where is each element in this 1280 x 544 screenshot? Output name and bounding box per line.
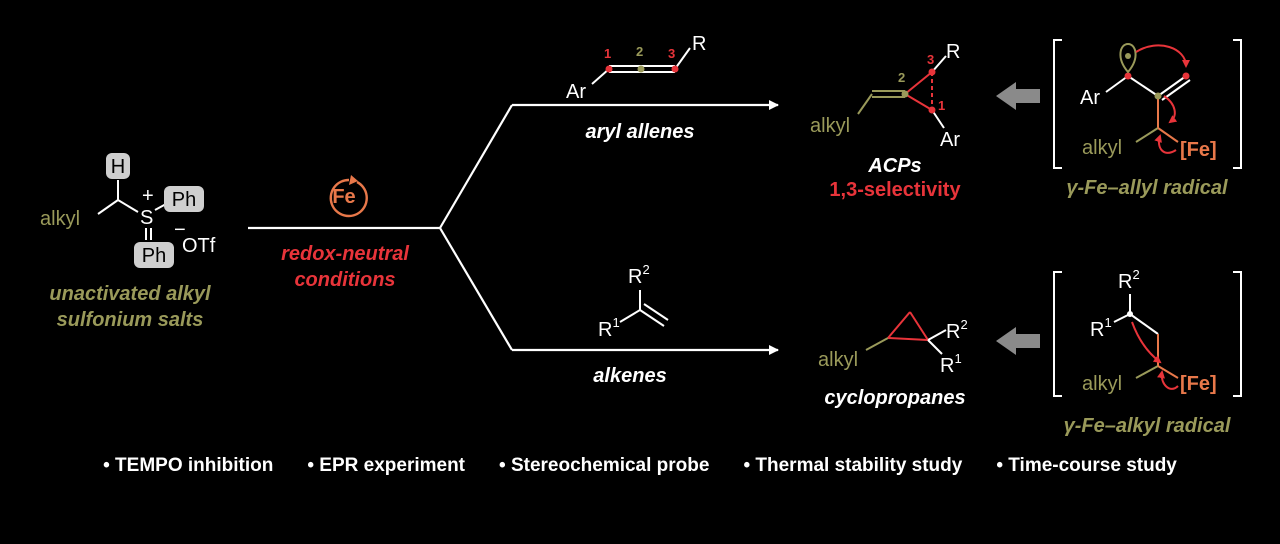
alkyl-radical-caption: γ-Fe–alkyl radical — [1064, 415, 1231, 437]
alkene-r1-label: R1 — [598, 315, 620, 341]
acp-r-label: R — [946, 41, 960, 63]
sulfonium-plus-charge: + — [142, 185, 154, 207]
allene-position-3: 3 — [668, 46, 675, 61]
acp-alkyl-label: alkyl — [810, 115, 850, 137]
bullet-thermal-stability-study: • Thermal stability study — [743, 455, 963, 476]
conditions-line2: conditions — [294, 269, 395, 291]
allyl-ar-label: Ar — [1080, 87, 1100, 109]
allene-position-1: 1 — [604, 46, 611, 61]
acp-ar-label: Ar — [940, 129, 960, 151]
h-highlight-box — [106, 153, 130, 179]
acps-label: ACPs — [867, 155, 921, 177]
cyclopropane-product-structure: alkyl R2 R1 — [818, 311, 968, 377]
alkene-r2-label: R2 — [628, 262, 650, 288]
allyl-radical-intermediate: Ar alkyl [Fe] — [1053, 39, 1242, 169]
bullet-time-course-study: • Time-course study — [996, 455, 1177, 476]
alkyl-radical-r1-label: R1 — [1090, 315, 1112, 341]
alkenes-label: alkenes — [593, 365, 666, 387]
cyclopropane-alkyl-label: alkyl — [818, 349, 858, 371]
allyl-radical-caption: γ-Fe–allyl radical — [1066, 177, 1228, 199]
aryl-allene-structure: Ar 1 2 3 R — [566, 33, 706, 103]
h-atom-label: H — [111, 156, 125, 178]
acp-position-2: 2 — [898, 70, 905, 85]
alkyl-radical-alkyl-label: alkyl — [1082, 373, 1122, 395]
acp-product-structure: alkyl 2 3 1 R Ar — [810, 41, 960, 151]
cyclopropane-r2-label: R2 — [946, 317, 968, 343]
allene-position-2: 2 — [636, 44, 643, 59]
phenyl-label-1: Ph — [172, 189, 196, 211]
cyclopropanes-label: cyclopropanes — [824, 387, 965, 409]
bullet-stereochemical-probe: • Stereochemical probe — [499, 455, 710, 476]
mechanism-arrow-top — [996, 82, 1040, 110]
allene-r-label: R — [692, 33, 706, 55]
cyclopropane-r1-label: R1 — [940, 351, 962, 377]
sulfur-atom-label: S — [140, 207, 153, 229]
acp-position-1: 1 — [938, 98, 945, 113]
phenyl-label-2: Ph — [142, 245, 166, 267]
reagent-caption-line1: unactivated alkyl — [49, 283, 211, 305]
fe-catalyst-label: Fe — [332, 186, 355, 208]
acp-position-3: 3 — [927, 52, 934, 67]
conditions-line1: redox-neutral — [281, 243, 409, 265]
bullet-tempo-inhibition: • TEMPO inhibition — [103, 455, 274, 476]
mechanism-arrow-bottom — [996, 327, 1040, 355]
alkene-structure: R2 R1 — [598, 262, 669, 341]
triflate-label: OTf — [182, 235, 216, 257]
alkyl-radical-intermediate: R2 R1 alkyl [Fe] — [1053, 267, 1242, 397]
selectivity-label: 1,3-selectivity — [829, 179, 961, 201]
alkyl-label: alkyl — [40, 208, 80, 230]
triflate-minus-charge: − — [174, 219, 186, 241]
sulfonium-salt-structure: H alkyl S + Ph Ph − OTf — [40, 153, 216, 268]
ph-highlight-box-2 — [134, 242, 174, 268]
fe-catalyst-cycle-icon: Fe — [329, 175, 368, 218]
ph-highlight-box-1 — [164, 186, 204, 212]
allene-ar-label: Ar — [566, 81, 586, 103]
reagent-caption-line2: sulfonium salts — [57, 309, 204, 331]
forked-reaction-arrow — [248, 100, 779, 355]
bullet-epr-experiment: • EPR experiment — [307, 455, 466, 476]
aryl-allenes-label: aryl allenes — [586, 121, 695, 143]
allyl-fe-label: [Fe] — [1180, 139, 1217, 161]
allyl-alkyl-label: alkyl — [1082, 137, 1122, 159]
mechanistic-studies-list: • TEMPO inhibition • EPR experiment • St… — [0, 455, 1280, 491]
alkyl-radical-fe-label: [Fe] — [1180, 373, 1217, 395]
alkyl-radical-r2-label: R2 — [1118, 267, 1140, 293]
